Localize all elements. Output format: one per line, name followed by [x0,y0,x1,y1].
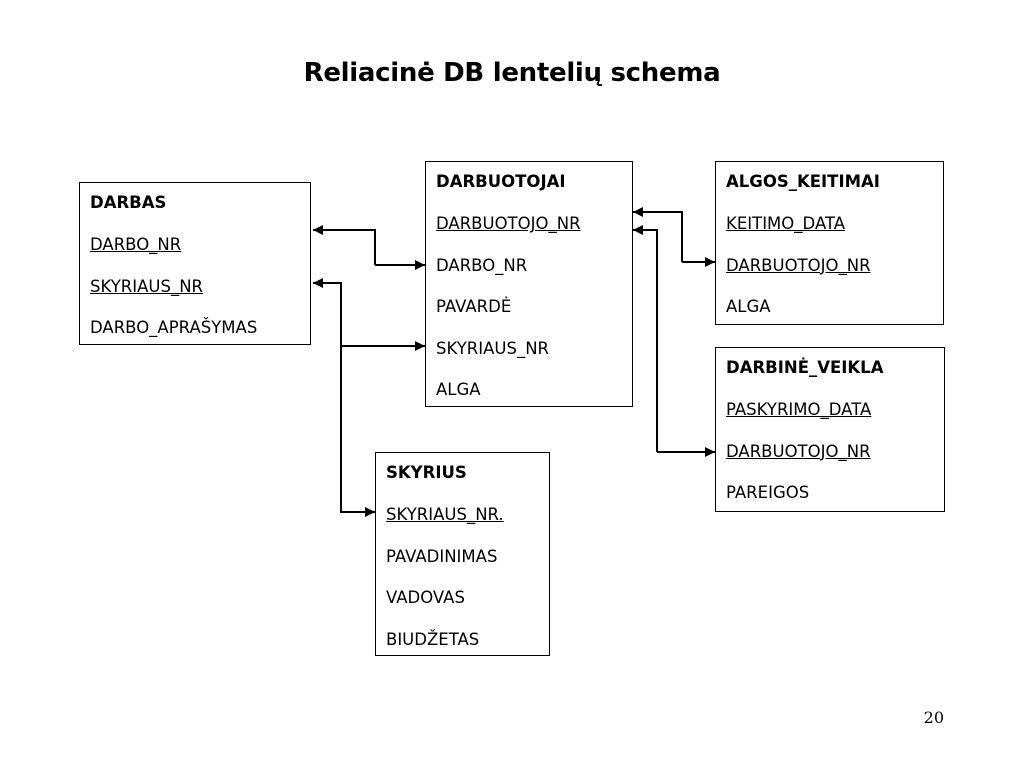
relation-darbine-veikla [633,225,658,452]
page-number: 20 [923,708,944,727]
relation-darbo-nr [313,225,376,265]
table-header: SKYRIUS [386,463,467,482]
table-header: ALGOS_KEITIMAI [726,172,880,191]
field-darbuotojo-nr: DARBUOTOJO_NR [726,441,871,461]
field-vadovas: VADOVAS [386,588,465,607]
table-header: DARBAS [90,193,167,212]
field-pavarde: PAVARDĖ [436,297,512,316]
field-pareigos: PAREIGOS [726,483,810,502]
table-darbas: DARBAS DARBO_NR SKYRIAUS_NR DARBO_APRAŠY… [79,182,311,345]
table-header: DARBINĖ_VEIKLA [726,358,884,377]
table-darbine-veikla: DARBINĖ_VEIKLA PASKYRIMO_DATA DARBUOTOJO… [715,347,945,512]
field-biudzetas: BIUDŽETAS [386,629,480,649]
field-keitimo-data: KEITIMO_DATA [726,214,846,233]
field-darbuotojo-nr: DARBUOTOJO_NR [436,214,581,233]
field-darbo-aprasymas: DARBO_APRAŠYMAS [90,318,258,337]
field-alga: ALGA [436,380,481,399]
relation-skyriaus-nr-skyrius [340,346,375,517]
table-algos-keitimai: ALGOS_KEITIMAI KEITIMO_DATA DARBUOTOJO_N… [715,161,944,325]
field-skyriaus-nr: SKYRIAUS_NR. [386,505,504,524]
field-skyriaus-nr: SKYRIAUS_NR [436,338,550,358]
field-skyriaus-nr: SKYRIAUS_NR [90,276,204,296]
field-alga: ALGA [726,297,771,316]
relation-skyriaus-nr [313,278,342,346]
field-darbo-nr: DARBO_NR [436,255,528,275]
field-pavadinimas: PAVADINIMAS [386,546,498,566]
table-skyrius: SKYRIUS SKYRIAUS_NR. PAVADINIMAS VADOVAS… [375,452,550,656]
relation-algos-keitimai [633,207,683,262]
field-darbuotojo-nr: DARBUOTOJO_NR [726,255,871,275]
field-paskyrimo-data: PASKYRIMO_DATA [726,400,872,419]
field-darbo-nr: DARBO_NR [90,235,182,254]
slide-title: Reliacinė DB lentelių schema [303,58,721,88]
table-darbuotojai: DARBUOTOJAI DARBUOTOJO_NR DARBO_NR PAVAR… [425,161,633,407]
table-header: DARBUOTOJAI [436,172,566,191]
